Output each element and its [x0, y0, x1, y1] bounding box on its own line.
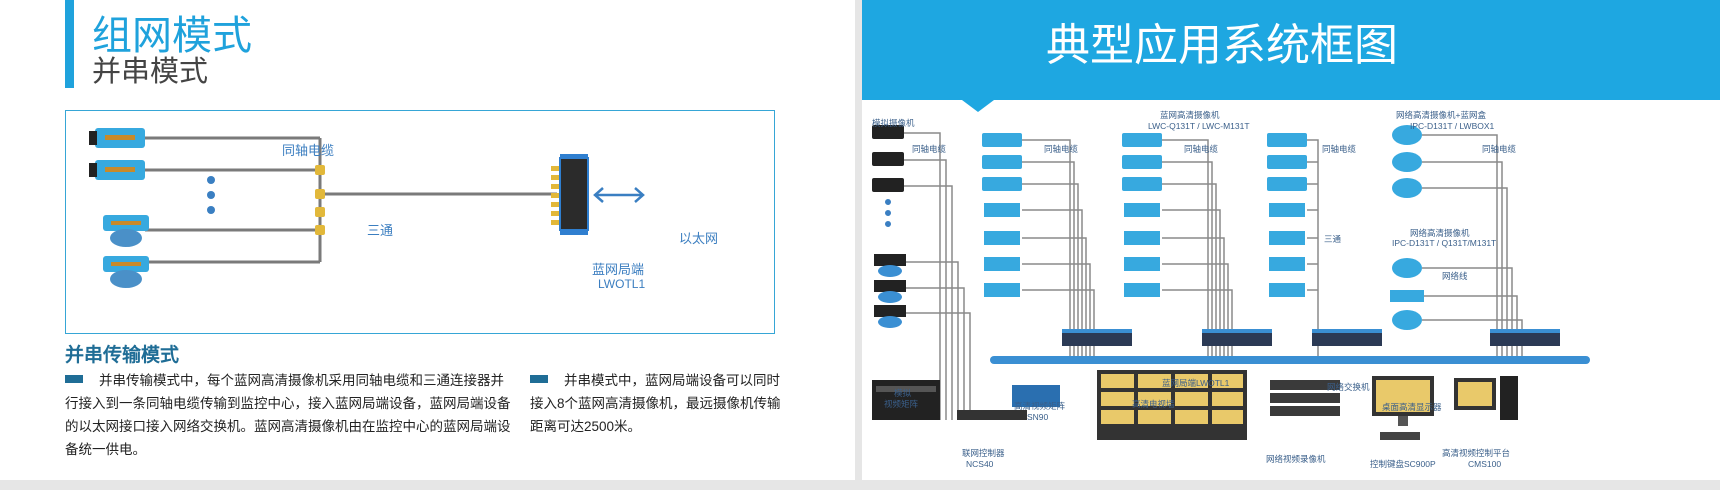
hd-camera-icon	[1122, 133, 1162, 297]
paragraph-2-text: 并串模式中，蓝网局端设备可以同时接入8个蓝网高清摄像机，最远摄像机传输距离可达2…	[530, 373, 781, 434]
analog-matrix-label-2: 视频矩阵	[884, 399, 919, 409]
endpoint-device-icon	[1202, 329, 1272, 346]
bullet-marker	[530, 375, 548, 384]
endpoint-label: 蓝网局端LWOTL1	[1162, 378, 1230, 388]
analog-camera-label: 模拟摄像机	[872, 118, 915, 128]
nvr-icon	[1270, 380, 1340, 416]
bullet-marker	[65, 375, 83, 384]
tee-label: 三通	[367, 223, 394, 238]
bullet-camera-icon	[89, 128, 145, 148]
switch-label: 网络交换机	[1327, 382, 1370, 392]
hd-decoder-model: SN90	[1027, 412, 1049, 422]
ethernet-label: 以太网	[679, 231, 719, 246]
ethernet-arrow-icon	[593, 187, 645, 203]
endpoint-device-icon	[1490, 329, 1560, 346]
control-platform-icon	[1454, 376, 1518, 420]
keyboard-icon	[1380, 432, 1420, 440]
header-pointer	[962, 100, 994, 112]
endpoint-device-icon	[1062, 329, 1132, 346]
dome-camera-icon	[103, 256, 149, 288]
ellipsis-dots	[207, 176, 215, 214]
analog-camera-icon	[872, 125, 904, 192]
controller-label: 联网控制器	[962, 448, 1005, 458]
analog-matrix-label-1: 模拟	[894, 388, 912, 398]
paragraph-1: 并串传输模式中，每个蓝网高清摄像机采用同轴电缆和三通连接器并行接入到一条同轴电缆…	[65, 369, 513, 461]
coax-label: 同轴电缆	[1322, 144, 1357, 154]
analog-matrix-icon	[872, 380, 940, 420]
ellipsis-dots	[885, 199, 891, 227]
topology-diagram-frame	[65, 110, 775, 334]
dome-camera-icon	[103, 215, 149, 247]
hd-camera-icon	[1267, 133, 1307, 297]
device-model-label: LWOTL1	[598, 277, 646, 291]
network-switch-bar	[990, 356, 1590, 364]
network-cable-label: 网络线	[1442, 271, 1468, 281]
controller-model: NCS40	[966, 459, 994, 469]
net-cam-box-models-label: IPC-D131T / LWBOX1	[1410, 121, 1495, 131]
hd-camera-label: 蓝网高清摄像机	[1160, 110, 1220, 120]
title-accent-bar	[65, 0, 74, 88]
hd-decoder-icon	[1012, 385, 1060, 407]
platform-model: CMS100	[1468, 459, 1502, 469]
platform-label: 高清视频控制平台	[1442, 448, 1511, 458]
section-title: 并串传输模式	[65, 345, 180, 366]
paragraph-2: 并串模式中，蓝网局端设备可以同时接入8个蓝网高清摄像机，最远摄像机传输距离可达2…	[530, 369, 792, 438]
device-label: 蓝网局端	[592, 262, 645, 277]
tee-label: 三通	[1324, 234, 1342, 244]
keyboard-label: 控制键盘SC900P	[1370, 459, 1436, 469]
coax-label: 同轴电缆	[912, 144, 947, 154]
hd-decoder-label: 高清视频矩阵	[1014, 401, 1066, 411]
slide-title: 典型应用系统框图	[1046, 21, 1398, 70]
desktop-display-label: 桌面高清显示器	[1382, 402, 1442, 412]
slide-subtitle: 并串模式	[92, 56, 209, 88]
tv-wall-label: 高清电视墙	[1132, 399, 1175, 409]
hd-camera-models-label: LWC-Q131T / LWC-M131T	[1148, 121, 1250, 131]
endpoint-device-icon	[551, 154, 589, 235]
coax-label: 同轴电缆	[1482, 144, 1517, 154]
net-cam-label: 网络高清摄像机	[1410, 228, 1470, 238]
coax-label: 同轴电缆	[282, 143, 335, 158]
net-cam-models-label: IPC-D131T / Q131T/M131T	[1392, 238, 1497, 248]
tv-wall-icon	[1097, 370, 1247, 440]
header-banner	[862, 0, 1720, 100]
left-slide: 组网模式 并串模式	[0, 0, 855, 480]
nvr-label: 网络视频录像机	[1266, 454, 1326, 464]
analog-dome-camera-icon	[874, 254, 906, 328]
controller-icon	[957, 410, 1027, 420]
network-camera-icon	[1390, 125, 1424, 330]
net-cam-box-label: 网络高清摄像机+蓝网盒	[1396, 110, 1486, 120]
desktop-display-icon	[1372, 376, 1434, 426]
system-block-diagram	[872, 125, 1590, 440]
coax-label: 同轴电缆	[1184, 144, 1219, 154]
topology-diagram	[89, 128, 645, 288]
endpoint-device-icon	[1312, 329, 1382, 346]
coax-label: 同轴电缆	[1044, 144, 1079, 154]
right-slide: 典型应用系统框图	[862, 0, 1720, 480]
hd-camera-icon	[982, 133, 1022, 297]
bullet-camera-icon	[89, 160, 145, 180]
slide-title: 组网模式	[92, 14, 252, 58]
paragraph-1-text: 并串传输模式中，每个蓝网高清摄像机采用同轴电缆和三通连接器并行接入到一条同轴电缆…	[65, 373, 511, 457]
